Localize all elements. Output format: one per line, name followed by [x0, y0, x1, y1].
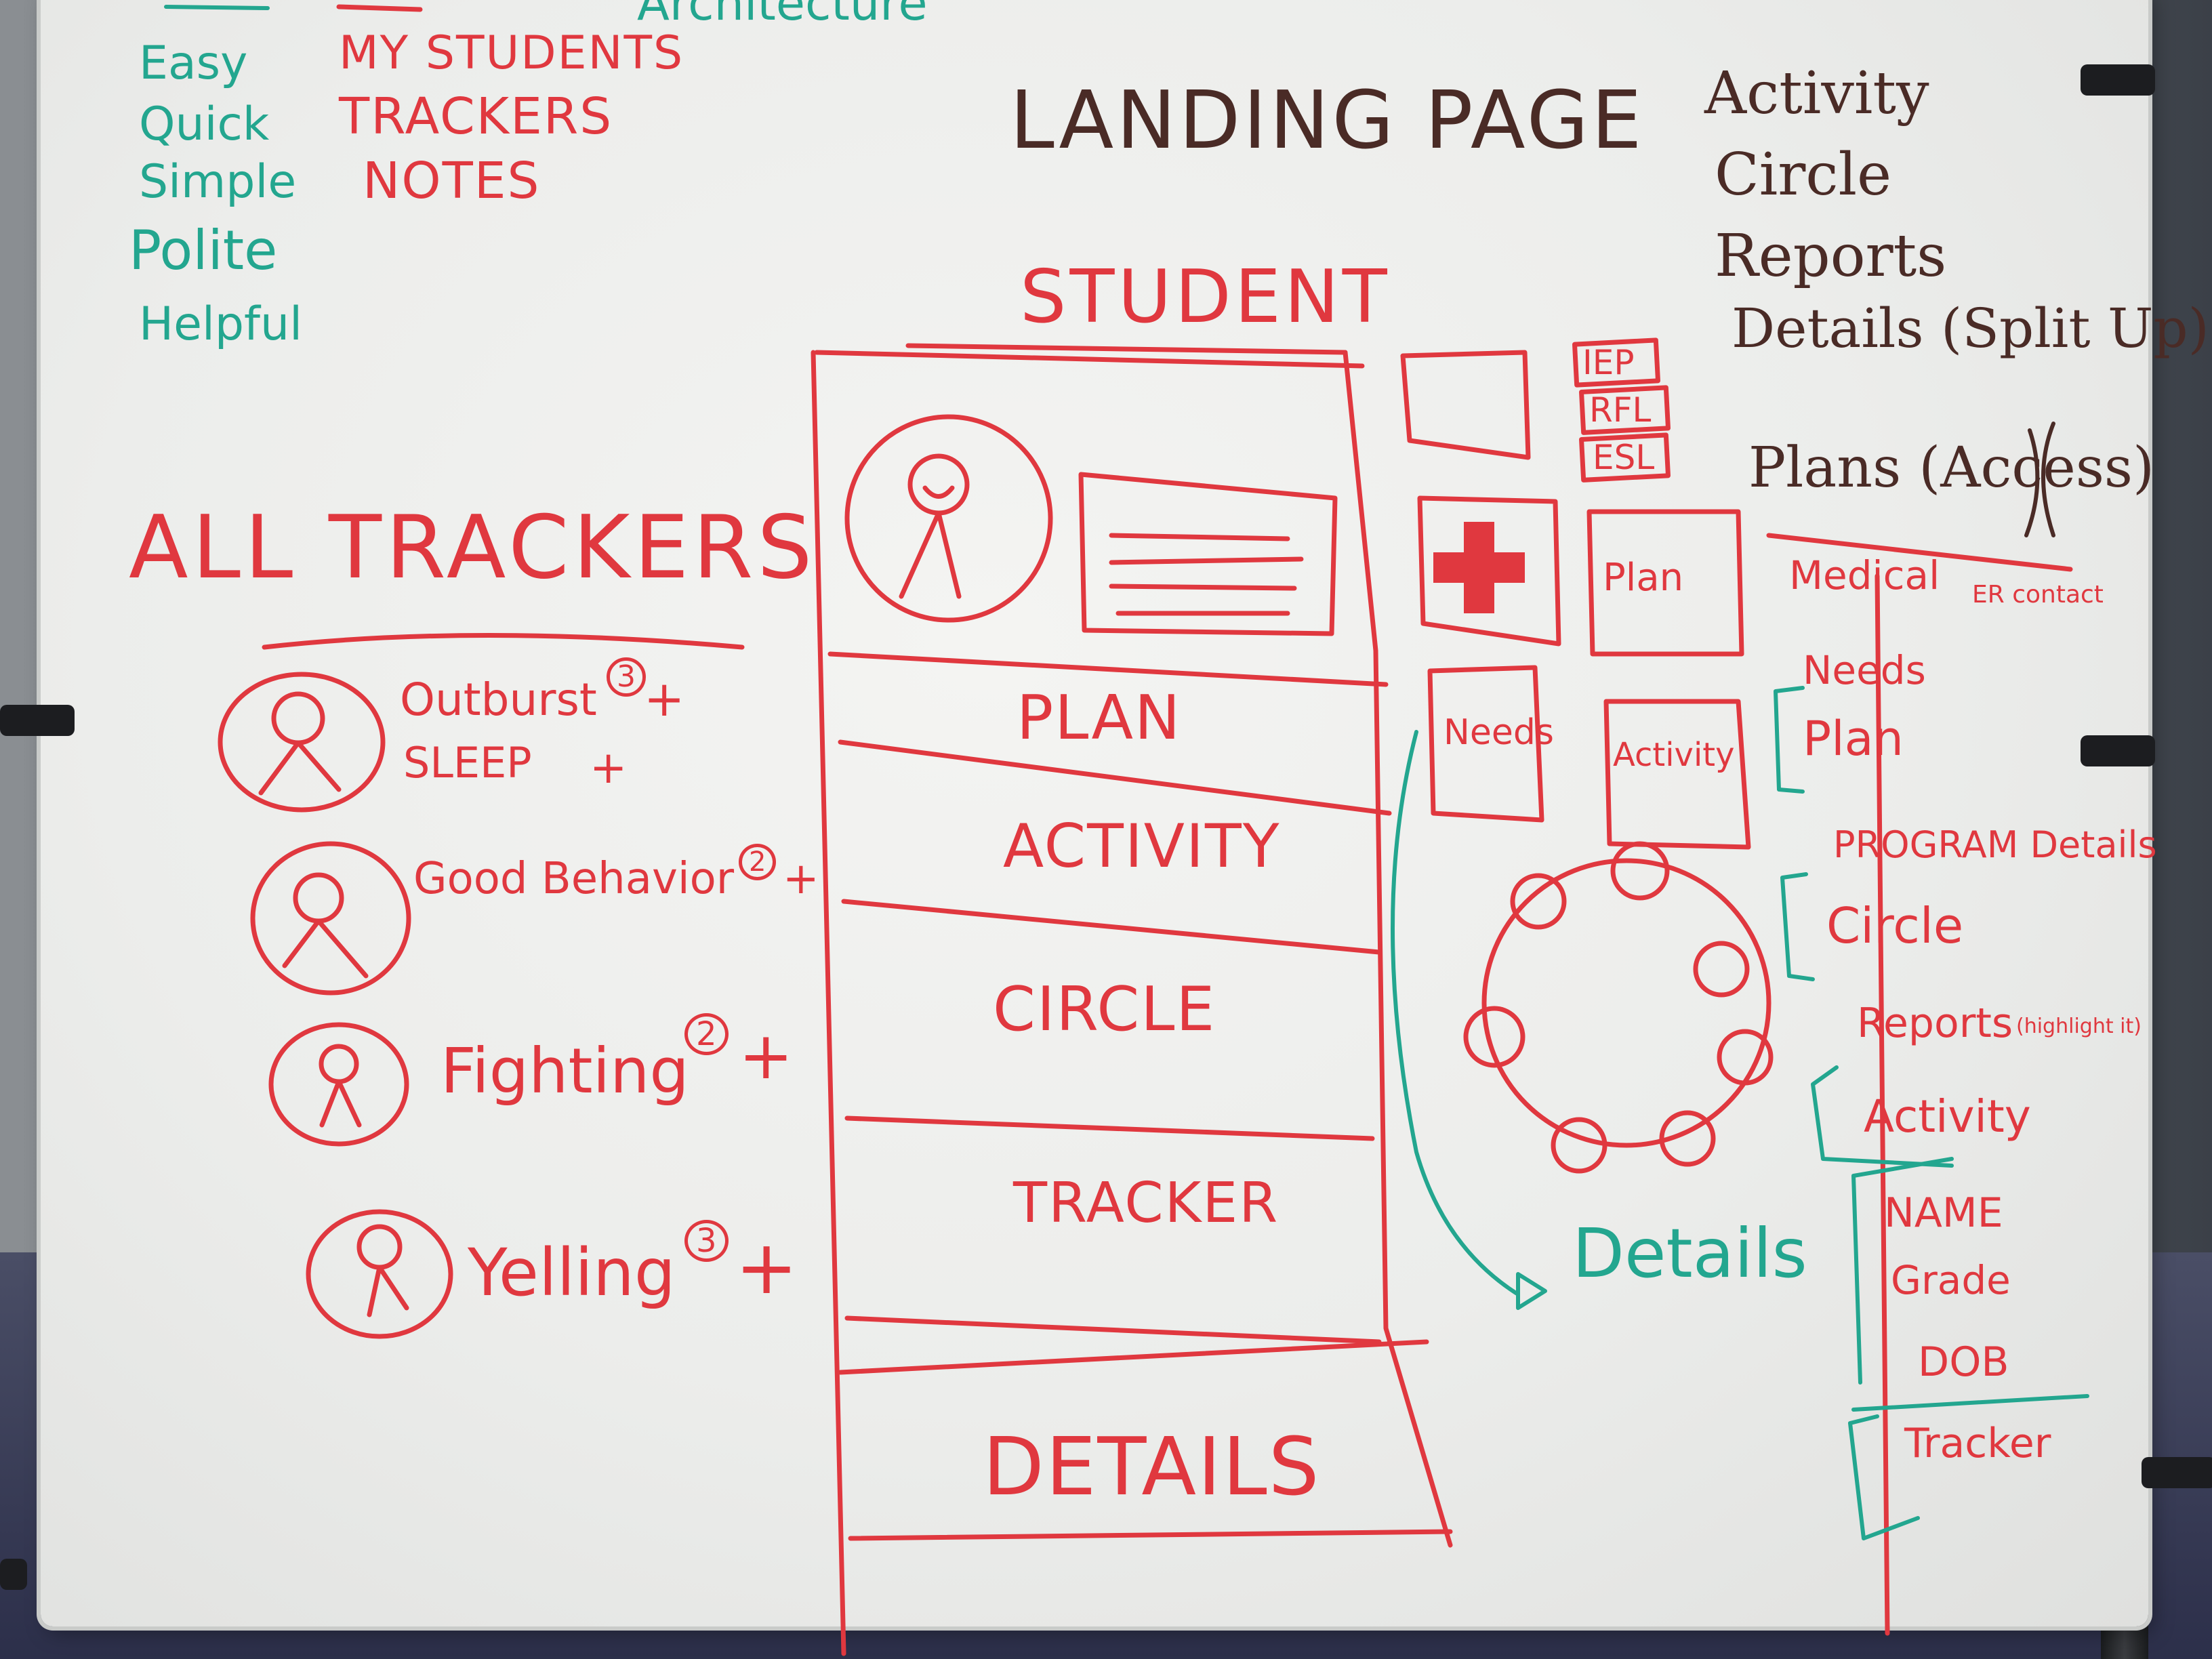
student-divider-6 — [838, 1339, 1429, 1375]
tracker-label: Good Behavior — [413, 854, 735, 904]
plans-item-highlight-note: (highlight it) — [2016, 1015, 2142, 1038]
tracker-label: Fighting — [441, 1035, 689, 1107]
plans-item-activity: Activity — [1864, 1090, 2031, 1143]
circle-diagram — [1463, 841, 1774, 1174]
tracker-add-button[interactable]: + — [735, 1224, 798, 1311]
student-avatar — [844, 414, 1053, 623]
activity-tile — [1603, 699, 1751, 850]
top-right-reports: Reports — [1715, 222, 1947, 290]
plans-item-name: NAME — [1884, 1189, 2003, 1237]
student-column-right-edge — [1343, 350, 1453, 1548]
student-underline — [905, 343, 1348, 355]
top-right-circle: Circle — [1715, 141, 1891, 209]
tracker-count-badge: 3 — [607, 657, 646, 697]
whiteboard — [41, 0, 2148, 1626]
student-section-plan: PLAN — [1017, 682, 1182, 754]
details-arrow — [1391, 730, 1520, 1296]
plans-heading: Plans (Access) — [1748, 436, 2154, 500]
student-section-tracker: TRACKER — [1013, 1171, 1279, 1235]
plans-item-dob: DOB — [1918, 1338, 2009, 1386]
student-divider-2 — [838, 739, 1392, 816]
plans-item-medical: Medical — [1789, 552, 1940, 598]
teal-underline-stub — [164, 5, 270, 10]
board-clip-right-mid — [2081, 735, 2155, 766]
tracker-avatar-2 — [250, 841, 411, 996]
quality-quick: Quick — [139, 98, 270, 151]
tracker-add-button[interactable]: + — [644, 670, 685, 727]
quality-easy: Easy — [139, 37, 248, 90]
medical-tile — [1417, 495, 1561, 647]
board-clip-right-bottom — [2142, 1457, 2212, 1488]
quality-polite: Polite — [129, 219, 278, 282]
plans-item-program-details: PROGRAM Details — [1833, 823, 2157, 866]
tracker-count-badge: 2 — [739, 844, 777, 880]
top-right-details: Details (Split Up) — [1732, 297, 2209, 360]
plans-item-plan: Plan — [1803, 711, 1904, 766]
tracker-label: Outburst — [400, 674, 597, 726]
plans-item-grade: Grade — [1891, 1257, 2011, 1303]
tracker-count-badge: 3 — [684, 1220, 729, 1262]
nav-trackers: TRACKERS — [339, 87, 613, 146]
needs-tile — [1427, 665, 1544, 823]
plans-item-circle: Circle — [1826, 897, 1964, 954]
trackers-underline — [262, 633, 745, 650]
badge-rfl: RFL — [1589, 390, 1652, 430]
top-right-activity: Activity — [1704, 60, 1929, 127]
empty-tile — [1400, 350, 1531, 460]
student-divider-7 — [848, 1529, 1453, 1541]
student-divider-1 — [827, 651, 1389, 687]
tracker-label: SLEEP — [403, 738, 532, 787]
all-trackers-title: ALL TRACKERS — [129, 497, 817, 598]
student-section-details: DETAILS — [983, 1420, 1321, 1513]
plans-underline — [1766, 533, 2073, 572]
student-divider-5 — [844, 1315, 1382, 1345]
tracker-add-button[interactable]: + — [739, 1018, 794, 1094]
badge-esl: ESL — [1593, 438, 1655, 477]
landing-page-title: LANDING PAGE — [1010, 73, 1645, 167]
quality-simple: Simple — [139, 155, 297, 209]
tracker-avatar-3 — [268, 1022, 409, 1147]
student-info-card — [1078, 472, 1338, 636]
plans-item-tracker: Tracker — [1904, 1420, 2051, 1467]
board-clip-right-top — [2081, 64, 2155, 96]
tile-needs-label: Needs — [1443, 712, 1554, 753]
medical-cross-icon — [1433, 522, 1525, 613]
nav-my-students: MY STUDENTS — [339, 26, 684, 80]
plans-tree-line — [1875, 573, 1890, 1636]
quality-helpful: Helpful — [139, 298, 302, 351]
red-underline-stub — [336, 4, 423, 12]
tracker-avatar-4 — [306, 1209, 453, 1339]
details-arrow-label: Details — [1572, 1214, 1807, 1293]
tracker-avatar-1 — [218, 672, 386, 813]
nav-notes: NOTES — [363, 152, 541, 210]
student-divider-3 — [841, 899, 1382, 955]
student-section-circle: CIRCLE — [993, 974, 1216, 1045]
tile-activity-label: Activity — [1613, 736, 1735, 774]
plans-item-er-contact: ER contact — [1972, 581, 2104, 609]
badge-iep: IEP — [1582, 343, 1635, 382]
tracker-add-button[interactable]: + — [783, 854, 819, 904]
student-column-left-edge — [811, 350, 846, 1656]
tracker-add-button[interactable]: + — [590, 741, 628, 794]
plans-item-needs: Needs — [1803, 647, 1926, 693]
student-divider-4 — [844, 1115, 1375, 1141]
top-partial-text: Architecture — [637, 0, 928, 31]
plans-item-reports: Reports — [1857, 1000, 2013, 1047]
tile-plan-label: Plan — [1603, 556, 1684, 600]
student-heading: STUDENT — [1020, 255, 1391, 340]
board-clip-left — [0, 705, 75, 736]
tracker-label: Yelling — [468, 1235, 676, 1311]
board-clip-left-bottom — [0, 1559, 27, 1590]
tracker-count-badge: 2 — [684, 1013, 729, 1055]
plan-tile — [1586, 509, 1744, 657]
student-section-activity: ACTIVITY — [1003, 811, 1281, 881]
